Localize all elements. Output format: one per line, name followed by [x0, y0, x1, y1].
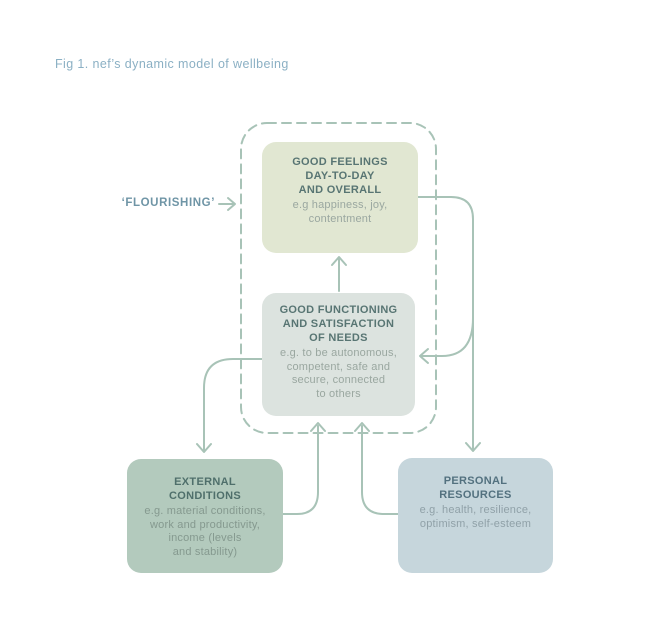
node-good-functioning: GOOD FUNCTIONING AND SATISFACTION OF NEE…	[262, 293, 415, 416]
good-functioning-examples: e.g. to be autonomous, competent, safe a…	[280, 347, 397, 400]
arrow-into-functioning-right	[419, 317, 474, 364]
arrow-functioning-to-external-conditions	[196, 358, 263, 453]
figure-caption: Fig 1. nef’s dynamic model of wellbeing	[55, 57, 289, 71]
node-good-feelings: GOOD FEELINGS DAY-TO-DAY AND OVERALL e.g…	[262, 142, 418, 253]
flourishing-pointer-arrow	[218, 197, 236, 211]
flourishing-label: ‘FLOURISHING’	[121, 197, 215, 209]
good-functioning-heading: GOOD FUNCTIONING AND SATISFACTION OF NEE…	[279, 304, 398, 344]
good-feelings-examples: e.g happiness, joy, contentment	[292, 199, 388, 225]
personal-resources-examples: e.g. health, resilience, optimism, self-…	[419, 504, 532, 530]
arrow-functioning-to-feelings	[331, 256, 347, 292]
node-external-conditions: EXTERNAL CONDITIONS e.g. material condit…	[127, 459, 283, 573]
arrow-personal-to-functioning	[354, 422, 399, 515]
external-conditions-heading: EXTERNAL CONDITIONS	[168, 476, 242, 502]
node-personal-resources: PERSONAL RESOURCES e.g. health, resilien…	[398, 458, 553, 573]
arrow-external-to-functioning	[282, 422, 326, 515]
good-feelings-heading: GOOD FEELINGS DAY-TO-DAY AND OVERALL	[292, 156, 388, 196]
external-conditions-examples: e.g. material conditions, work and produ…	[144, 505, 266, 558]
arrow-feelings-to-personal-resources	[417, 196, 481, 452]
personal-resources-heading: PERSONAL RESOURCES	[439, 475, 512, 501]
